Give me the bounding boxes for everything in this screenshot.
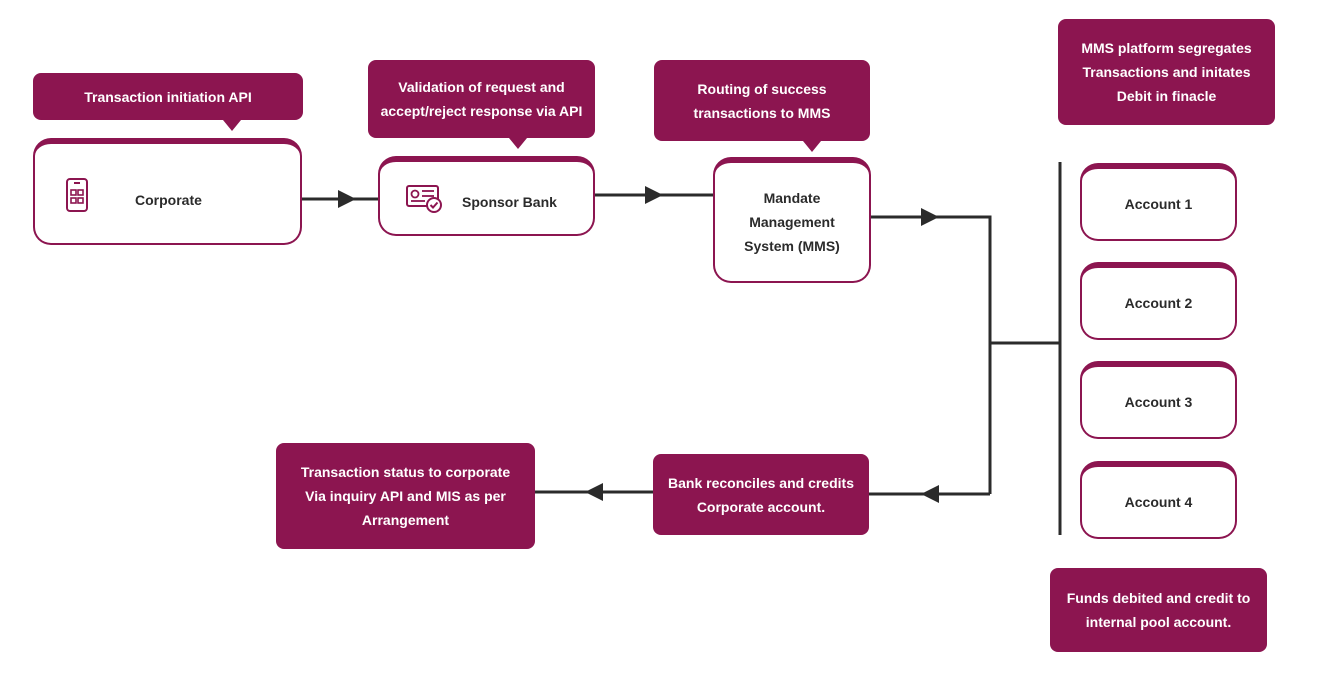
account-label: Account 1 (1124, 196, 1193, 212)
callout-text: MMS platform segregates Transactions and… (1081, 40, 1252, 104)
arrowhead-to-mms (645, 186, 663, 204)
callout-text: Funds debited and credit to internal poo… (1066, 590, 1251, 630)
account-box: Account 3 (1080, 361, 1237, 439)
node-label: Corporate (135, 192, 202, 208)
callout-text: Transaction status to corporate Via inqu… (300, 464, 511, 528)
node-label: Mandate Management System (MMS) (744, 190, 840, 254)
mobile-app-icon (66, 178, 88, 212)
account-label: Account 4 (1124, 494, 1193, 510)
arrowhead-to-reconcile (921, 485, 939, 503)
callout-reconcile: Bank reconciles and credits Corporate ac… (653, 454, 869, 535)
callout-text: Validation of request and accept/reject … (380, 79, 583, 119)
certificate-check-icon (406, 185, 442, 213)
connector-mms-to-accounts (870, 215, 992, 494)
callout-pointer (803, 141, 821, 152)
account-label: Account 2 (1124, 295, 1193, 311)
callout-transaction-initiation: Transaction initiation API (33, 73, 303, 120)
callout-text: Bank reconciles and credits Corporate ac… (668, 474, 854, 515)
account-box: Account 4 (1080, 461, 1237, 539)
arrowhead-to-bank (338, 190, 356, 208)
callout-routing: Routing of success transactions to MMS (654, 60, 870, 141)
arrowhead-to-status (585, 483, 603, 501)
callout-validation: Validation of request and accept/reject … (368, 60, 595, 138)
callout-transaction-status: Transaction status to corporate Via inqu… (276, 443, 535, 549)
callout-funds-debited: Funds debited and credit to internal poo… (1050, 568, 1267, 652)
account-box: Account 1 (1080, 163, 1237, 241)
node-mms: Mandate Management System (MMS) (713, 157, 871, 283)
arrowhead-to-accounts (921, 208, 939, 226)
callout-text: Routing of success transactions to MMS (693, 80, 831, 121)
node-label: Sponsor Bank (462, 194, 557, 210)
account-label: Account 3 (1124, 394, 1193, 410)
callout-segregates: MMS platform segregates Transactions and… (1058, 19, 1275, 125)
callout-pointer (509, 138, 527, 149)
callout-text: Transaction initiation API (84, 88, 252, 105)
node-sponsor-bank: Sponsor Bank (378, 156, 595, 236)
account-box: Account 2 (1080, 262, 1237, 340)
callout-pointer (223, 120, 241, 131)
